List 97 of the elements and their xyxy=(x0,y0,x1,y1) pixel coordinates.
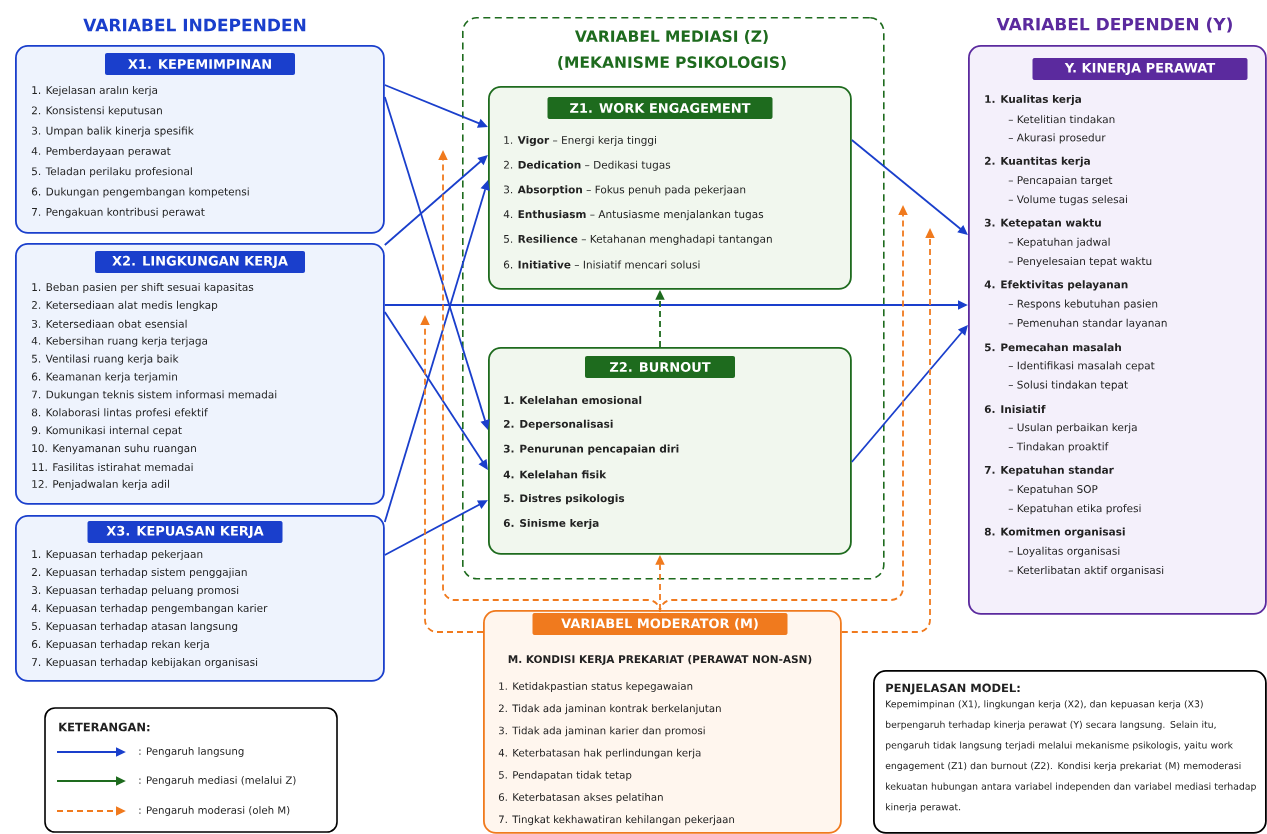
list-item: 4. Kelelahan fisik xyxy=(503,470,607,479)
list-item: 6. Keterbatasan akses pelatihan xyxy=(498,793,663,803)
list-item: – Akurasi prosedur xyxy=(1008,133,1106,144)
list-item: 6. Inisiatif xyxy=(984,404,1046,414)
list-item: – Pemenuhan standar layanan xyxy=(1008,318,1167,329)
mediator-box xyxy=(488,347,852,555)
list-item: – Tindakan proaktif xyxy=(1008,442,1109,453)
list-item: – Kepatuhan SOP xyxy=(1008,484,1098,496)
note-text: Kepemimpinan (X1), lingkungan kerja (X2), dan kepuasan kerja (X3) berpengaruh terhadap kinerja perawat (Y) secara langsung. Selain itu, pengaruh tidak langsung terjadi melalui mekanisme psikologis, yaitu work engagement (Z1) dan burnout (Z2). Kondisi kerja prekariat (M) memoderasi kekuatan hubungan antara variabel independen dan variabel mediasi terhadap kinerja perawat. xyxy=(885,700,1256,813)
list-item: 1. Kelelahan emosional xyxy=(504,395,642,405)
list-item: 4. Enthusiasm – Antusiasme menjalankan tugas xyxy=(503,210,764,221)
list-item: – Solusi tindakan tepat xyxy=(1008,380,1128,391)
header-badge: X2. LINGKUNGAN KERJA xyxy=(95,251,305,273)
list-item: – Loyalitas organisasi xyxy=(1008,546,1120,557)
list-item: 3. Tidak ada jaminan karier dan promosi xyxy=(499,726,705,737)
list-item: – Penyelesaian tepat waktu xyxy=(1008,256,1152,268)
list-item: 4. Efektivitas pelayanan xyxy=(984,280,1128,291)
note-box xyxy=(873,670,1267,834)
list-item: 3. Kepuasan terhadap peluang promosi xyxy=(32,585,239,597)
list-item: 7. Dukungan teknis sistem informasi memadai xyxy=(32,390,277,401)
list-item: 2. Konsistensi keputusan xyxy=(32,106,162,117)
variable-box xyxy=(15,243,385,505)
list-item: – Pencapaian target xyxy=(1008,175,1113,187)
list-item: 11. Fasilitas istirahat memadai xyxy=(32,462,193,472)
arrow xyxy=(850,139,968,235)
variable-box xyxy=(15,515,385,682)
list-item: – Keterlibatan aktif organisasi xyxy=(1008,565,1164,577)
list-item: – Usulan perbaikan kerja xyxy=(1008,423,1137,434)
list-item: 1. Vigor – Energi kerja tinggi xyxy=(504,135,656,147)
header-badge: Z1. WORK ENGAGEMENT xyxy=(547,97,773,119)
list-item: 1. Kepuasan terhadap pekerjaan xyxy=(32,549,203,561)
list-item: 6. Initiative – Inisiatif mencari solusi xyxy=(503,260,700,269)
list-item: 1. Kualitas kerja xyxy=(985,94,1081,106)
list-item: 6. Dukungan pengembangan kompetensi xyxy=(31,187,249,198)
arrow xyxy=(850,325,968,463)
note-heading: PENJELASAN MODEL: xyxy=(886,683,1020,695)
list-item: – Ketelitian tindakan xyxy=(1008,115,1115,124)
list-item: 2. Ketersediaan alat medis lengkap xyxy=(32,300,218,311)
list-item: 1. Ketidakpastian status kepegawaian xyxy=(499,682,693,692)
list-item: 5. Pendapatan tidak tetap xyxy=(499,770,632,781)
list-item: 6. Kepuasan terhadap rekan kerja xyxy=(31,639,209,651)
legend-text: : Pengaruh langsung xyxy=(139,747,244,757)
header-badge: Y. KINERJA PERAWAT xyxy=(1032,58,1248,80)
list-item: 2. Kepuasan terhadap sistem penggajian xyxy=(32,567,247,579)
variable-box xyxy=(15,45,385,234)
list-item: 1. Beban pasien per shift sesuai kapasitas xyxy=(32,282,254,294)
list-item: 7. Pengakuan kontribusi perawat xyxy=(32,207,205,218)
list-item: 2. Kuantitas kerja xyxy=(985,156,1090,167)
list-item: 3. Umpan balik kinerja spesifik xyxy=(32,126,194,137)
list-item: 8. Kolaborasi lintas profesi efektif xyxy=(31,408,208,419)
arrow xyxy=(383,311,488,470)
list-item: 4. Keterbatasan hak perlindungan kerja xyxy=(498,748,701,759)
legend-heading: KETERANGAN: xyxy=(59,722,150,732)
list-item: 10. Kenyamanan suhu ruangan xyxy=(32,444,196,455)
list-item: 12. Penjadwalan kerja adil xyxy=(32,479,169,490)
legend-text: : Pengaruh moderasi (oleh M) xyxy=(139,806,290,816)
mediation-group xyxy=(462,17,885,580)
list-item: 4. Kebersihan ruang kerja terjaga xyxy=(31,336,208,347)
list-item: – Kepatuhan etika profesi xyxy=(1008,504,1141,515)
group-title: VARIABEL MEDIASI (Z) (MEKANISME PSIKOLOGIS) xyxy=(558,30,786,70)
list-item: 9. Komunikasi internal cepat xyxy=(31,426,182,437)
list-item: 5. Kepuasan terhadap atasan langsung xyxy=(32,621,238,633)
list-item: 5. Ventilasi ruang kerja baik xyxy=(32,354,179,365)
dependent-box xyxy=(968,45,1267,615)
list-item: 7. Kepuasan terhadap kebijakan organisasi xyxy=(32,657,258,669)
list-item: 6. Keamanan kerja terjamin xyxy=(31,372,177,383)
list-item: 3. Ketersediaan obat esensial xyxy=(32,319,187,328)
arrow xyxy=(383,155,488,246)
list-item: 7. Tingkat kekhawatiran kehilangan pekerjaan xyxy=(499,815,734,826)
list-item: 2. Tidak ada jaminan kontrak berkelanjutan xyxy=(498,704,721,715)
list-item: 6. Sinisme kerja xyxy=(503,518,599,530)
list-item: 2. Depersonalisasi xyxy=(504,419,613,430)
list-item: 2. Dedication – Dedikasi tugas xyxy=(504,160,671,171)
list-item: 3. Ketepatan waktu xyxy=(984,218,1101,229)
list-item: 3. Penurunan pencapaian diri xyxy=(503,444,679,455)
header-badge: X3. KEPUASAN KERJA xyxy=(87,521,283,543)
list-item: 3. Absorption – Fokus penuh pada pekerjaan xyxy=(504,185,746,196)
header-badge: VARIABEL MODERATOR (M) xyxy=(532,613,788,635)
list-item: 5. Teladan perilaku profesional xyxy=(32,167,192,178)
header-badge: X1. KEPEMIMPINAN xyxy=(105,53,295,75)
list-item: – Kepatuhan jadwal xyxy=(1008,237,1110,248)
moderator-box xyxy=(483,610,842,834)
list-item: – Respons kebutuhan pasien xyxy=(1008,299,1158,310)
list-item: 7. Kepatuhan standar xyxy=(984,465,1114,476)
list-item: 8. Komitmen organisasi xyxy=(984,527,1125,538)
list-item: 4. Kepuasan terhadap pengembangan karier xyxy=(31,603,268,615)
list-item: 5. Resilience – Ketahanan menghadapi tantangan xyxy=(504,234,772,245)
list-item: – Volume tugas selesai xyxy=(1008,195,1127,206)
list-item: 5. Distres psikologis xyxy=(504,494,625,505)
subheading: M. KONDISI KERJA PREKARIAT (PERAWAT NON-ASN) xyxy=(508,654,812,666)
header-badge: Z2. BURNOUT xyxy=(585,356,735,378)
legend-text: : Pengaruh mediasi (melalui Z) xyxy=(139,776,296,786)
list-item: 5. Pemecahan masalah xyxy=(985,343,1121,352)
list-item: 1. Kejelasan aralın kerja xyxy=(32,85,158,97)
list-item: 4. Pemberdayaan perawat xyxy=(31,146,171,157)
list-item: – Identifikasi masalah cepat xyxy=(1008,361,1155,372)
mediator-box xyxy=(488,86,852,290)
